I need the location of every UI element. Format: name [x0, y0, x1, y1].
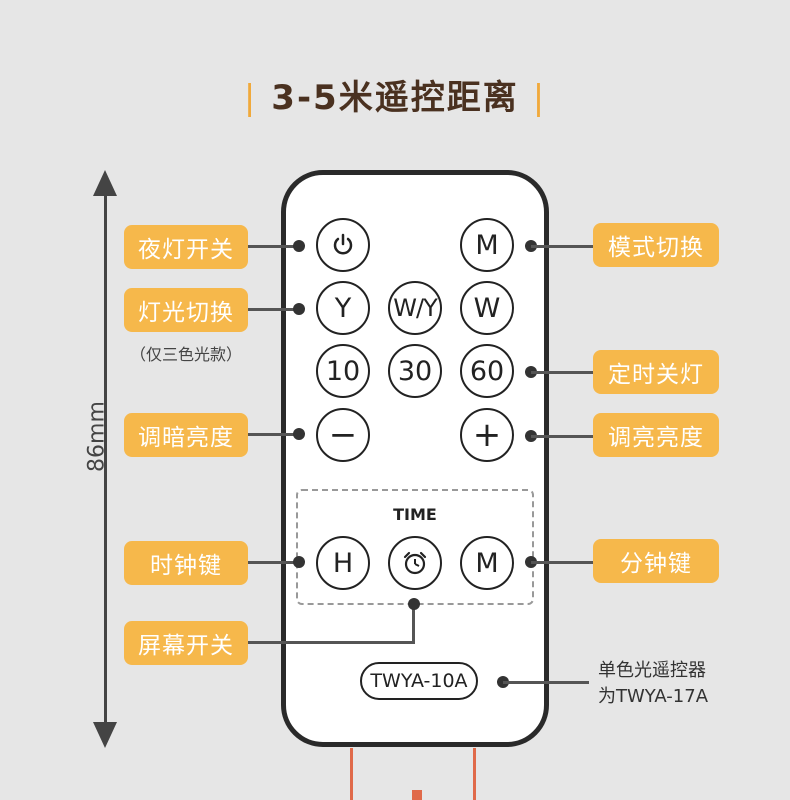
dim-down-tag: 调暗亮度 — [124, 413, 248, 457]
mixed-light-button[interactable]: W/Y — [388, 281, 442, 335]
dim-up-tag: 调亮亮度 — [593, 413, 719, 457]
dimension-label: 86mm — [84, 401, 110, 472]
alarm-clock-icon — [403, 551, 427, 575]
minute-button[interactable]: M — [460, 536, 514, 590]
screen-switch-tag: 屏幕开关 — [124, 621, 248, 665]
model-note-line2: 为TWYA-17A — [598, 686, 709, 707]
decor-line-left — [350, 748, 353, 800]
power-icon — [333, 233, 353, 255]
arrow-down-icon — [93, 722, 117, 748]
mode-switch-tag: 模式切换 — [593, 223, 719, 267]
dimension-line — [104, 186, 107, 730]
dim-down-button[interactable]: − — [316, 408, 370, 462]
decor-block — [412, 790, 422, 800]
decor-line-right — [473, 748, 476, 800]
hour-key-tag: 时钟键 — [124, 541, 248, 585]
time-label: TIME — [393, 505, 437, 524]
dim-up-button[interactable]: + — [460, 408, 514, 462]
white-light-button[interactable]: W — [460, 281, 514, 335]
model-note-line1: 单色光遥控器 — [598, 660, 706, 681]
page-title: |3-5米遥控距离| — [243, 78, 547, 118]
timer-30-button[interactable]: 30 — [388, 344, 442, 398]
timer-off-tag: 定时关灯 — [593, 350, 719, 394]
power-button[interactable] — [316, 218, 370, 272]
light-switch-tag: 灯光切换 — [124, 288, 248, 332]
night-light-tag: 夜灯开关 — [124, 225, 248, 269]
minute-key-tag: 分钟键 — [593, 539, 719, 583]
model-label: TWYA-10A — [360, 662, 478, 700]
yellow-light-button[interactable]: Y — [316, 281, 370, 335]
timer-60-button[interactable]: 60 — [460, 344, 514, 398]
screen-button[interactable] — [388, 536, 442, 590]
mode-button[interactable]: M — [460, 218, 514, 272]
timer-10-button[interactable]: 10 — [316, 344, 370, 398]
hour-button[interactable]: H — [316, 536, 370, 590]
light-note: （仅三色光款） — [130, 345, 243, 364]
